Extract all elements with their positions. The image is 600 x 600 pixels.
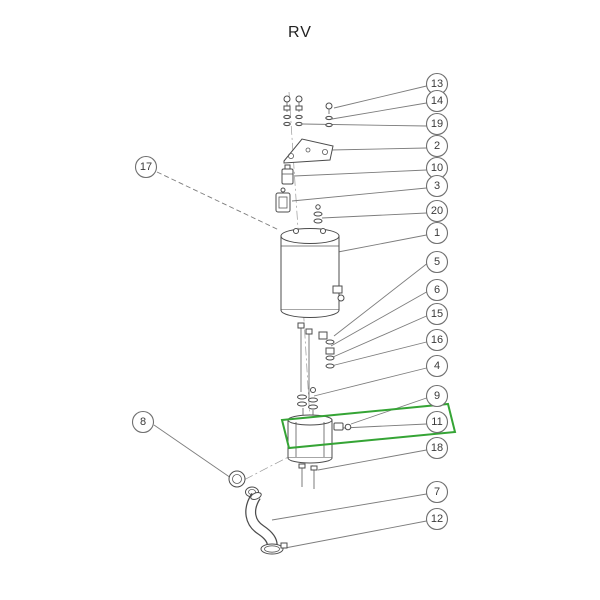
callout-label: 8 — [140, 416, 146, 428]
callout-17[interactable]: 17 — [134, 155, 158, 179]
callout-label: 19 — [431, 118, 443, 130]
callout-label: 17 — [140, 161, 152, 173]
page-title: RV — [288, 24, 312, 41]
callout-10[interactable]: 10 — [425, 156, 449, 180]
callout-2[interactable]: 2 — [425, 134, 449, 158]
part-studs — [297, 322, 335, 398]
highlight-box — [280, 402, 457, 450]
callout-12[interactable]: 12 — [425, 507, 449, 531]
callout-15[interactable]: 15 — [425, 302, 449, 326]
part-lock-washers — [297, 387, 318, 410]
part-block — [275, 187, 291, 213]
callout-6[interactable]: 6 — [425, 278, 449, 302]
callout-9[interactable]: 9 — [425, 384, 449, 408]
callout-label: 13 — [431, 78, 443, 90]
part-elbow-tube — [245, 492, 278, 549]
leader-lines — [153, 85, 427, 549]
part-clamp — [260, 542, 288, 555]
callout-18[interactable]: 18 — [425, 436, 449, 460]
part-coupling — [228, 470, 259, 498]
callout-13[interactable]: 13 — [425, 72, 449, 96]
callout-label: 12 — [431, 513, 443, 525]
callout-label: 14 — [431, 95, 443, 107]
callout-label: 18 — [431, 442, 443, 454]
callout-16[interactable]: 16 — [425, 328, 449, 352]
callout-8[interactable]: 8 — [131, 410, 155, 434]
part-top-fasteners — [283, 95, 333, 128]
callout-label: 5 — [434, 256, 440, 268]
callout-label: 6 — [434, 284, 440, 296]
callout-label: 2 — [434, 140, 440, 152]
callout-4[interactable]: 4 — [425, 354, 449, 378]
callout-label: 15 — [431, 308, 443, 320]
part-small-cylinder — [281, 164, 294, 185]
callout-label: 20 — [431, 205, 443, 217]
callout-label: 3 — [434, 180, 440, 192]
callout-label: 10 — [431, 162, 443, 174]
part-pump — [287, 408, 352, 489]
part-motor — [280, 228, 345, 318]
callout-label: 7 — [434, 486, 440, 498]
callout-label: 1 — [434, 227, 440, 239]
callout-19[interactable]: 19 — [425, 112, 449, 136]
callout-label: 9 — [434, 390, 440, 402]
callout-label: 16 — [431, 334, 443, 346]
callout-label: 4 — [434, 360, 440, 372]
part-bracket — [283, 138, 334, 164]
callout-20[interactable]: 20 — [425, 199, 449, 223]
callout-7[interactable]: 7 — [425, 480, 449, 504]
callout-11[interactable]: 11 — [425, 410, 449, 434]
callout-label: 11 — [431, 416, 442, 428]
callout-5[interactable]: 5 — [425, 250, 449, 274]
callout-1[interactable]: 1 — [425, 221, 449, 245]
callout-3[interactable]: 3 — [425, 174, 449, 198]
part-washers — [313, 204, 323, 224]
callout-14[interactable]: 14 — [425, 89, 449, 113]
